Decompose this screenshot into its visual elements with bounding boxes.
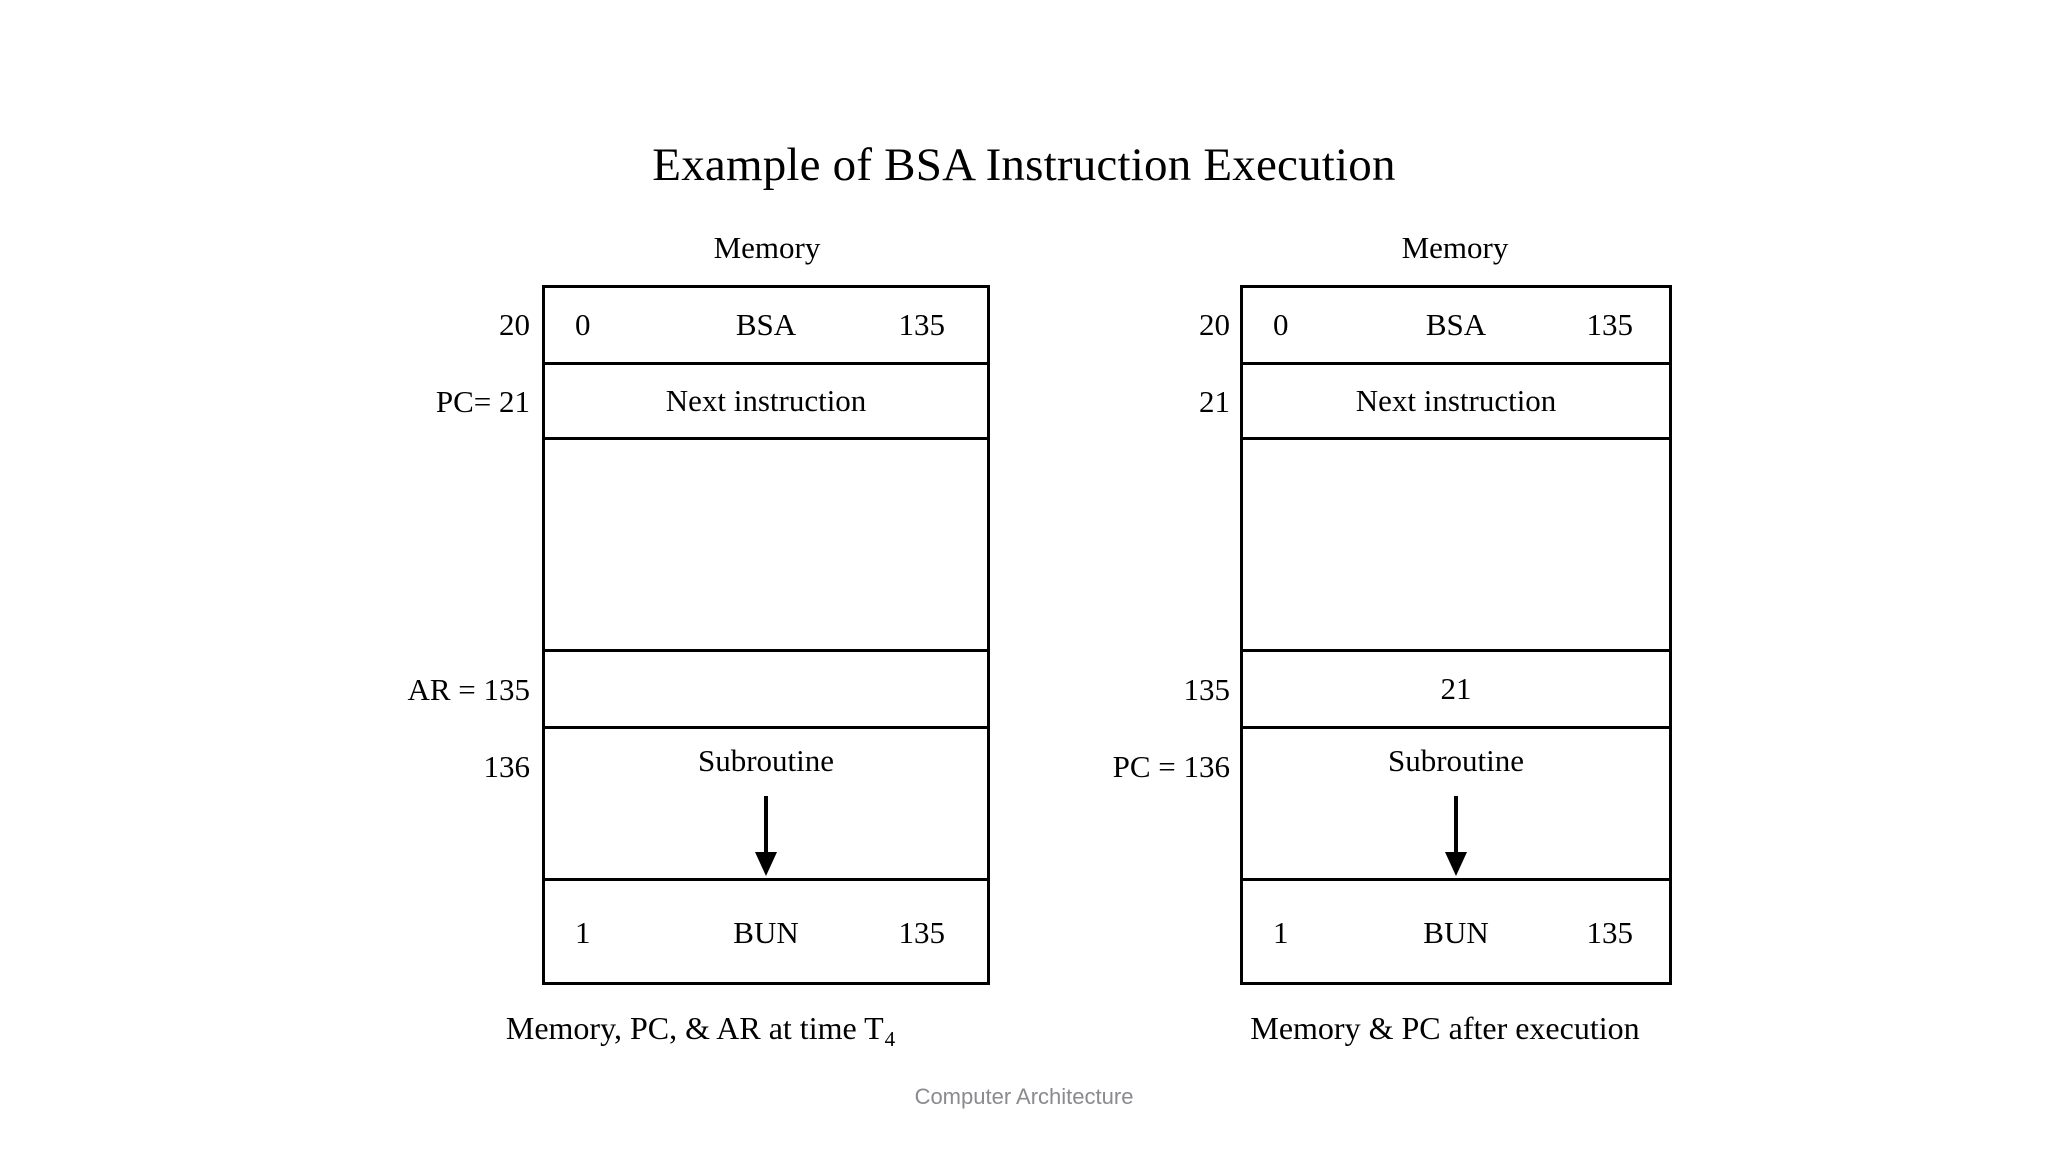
memory-row-next-instruction: Next instruction — [545, 365, 987, 440]
instruction-mnemonic: BSA — [1425, 307, 1487, 342]
slide-footer: Computer Architecture — [914, 1084, 1134, 1109]
address-label-20: 20 — [1199, 307, 1230, 342]
instruction-mode-bit: 1 — [1273, 915, 1289, 950]
memory-cell-text: Next instruction — [665, 383, 867, 418]
arrow-head — [1445, 852, 1467, 876]
subroutine-label: Subroutine — [697, 743, 835, 778]
memory-box-left: 0 BSA 135 Next instruction Subroutine 1 … — [542, 285, 990, 985]
instruction-mode-bit: 0 — [575, 307, 591, 342]
address-label-pc-21: PC= 21 — [435, 384, 530, 419]
memory-row-next-instruction: Next instruction — [1243, 365, 1669, 440]
instruction-address: 135 — [1586, 915, 1634, 950]
instruction-address: 135 — [898, 915, 946, 950]
instruction-mnemonic: BSA — [735, 307, 797, 342]
address-label-ar-135: AR = 135 — [407, 672, 530, 707]
address-label-136: 136 — [483, 749, 531, 784]
instruction-address: 135 — [898, 307, 946, 342]
memory-header-label: Memory — [713, 230, 821, 265]
instruction-mnemonic: BUN — [1423, 915, 1489, 950]
memory-box-right: 0 BSA 135 Next instruction 21 Subroutine… — [1240, 285, 1672, 985]
memory-row-saved-return-address: 21 — [1243, 652, 1669, 729]
memory-row-subroutine: Subroutine — [1243, 729, 1669, 881]
page-title: Example of BSA Instruction Execution — [652, 139, 1396, 191]
arrow-shaft — [764, 796, 768, 856]
address-label-column-left: 20 PC= 21 AR = 135 136 — [330, 285, 530, 985]
down-arrow-icon — [1445, 796, 1467, 878]
caption-subscript: 4 — [884, 1027, 896, 1051]
subroutine-label: Subroutine — [1387, 743, 1525, 778]
instruction-mnemonic: BUN — [733, 915, 799, 950]
caption-text: Memory, PC, & AR at time T — [505, 1010, 884, 1046]
down-arrow-icon — [755, 796, 777, 878]
address-label-column-right: 20 21 135 PC = 136 — [1030, 285, 1230, 985]
memory-row-bun: 1 BUN 135 — [545, 881, 987, 985]
arrow-shaft — [1454, 796, 1458, 856]
memory-header-label: Memory — [1401, 230, 1509, 265]
saved-return-address-value: 21 — [1440, 671, 1472, 706]
address-label-pc-136: PC = 136 — [1112, 749, 1230, 784]
memory-row-stack-slot — [545, 652, 987, 729]
memory-cell-text: Next instruction — [1355, 383, 1557, 418]
caption-after-execution: Memory & PC after execution — [1030, 1010, 1860, 1047]
memory-row-empty-large — [1243, 440, 1669, 652]
memory-row-bun: 1 BUN 135 — [1243, 881, 1669, 985]
instruction-mode-bit: 0 — [1273, 307, 1289, 342]
memory-row-empty-large — [545, 440, 987, 652]
address-label-135: 135 — [1183, 672, 1231, 707]
caption-before-execution: Memory, PC, & AR at time T4 — [330, 1010, 1070, 1051]
caption-text: Memory & PC after execution — [1250, 1010, 1640, 1046]
address-label-20: 20 — [499, 307, 530, 342]
memory-row-bsa: 0 BSA 135 — [545, 288, 987, 365]
arrow-head — [755, 852, 777, 876]
memory-row-bsa: 0 BSA 135 — [1243, 288, 1669, 365]
address-label-21: 21 — [1199, 384, 1230, 419]
instruction-address: 135 — [1586, 307, 1634, 342]
memory-row-subroutine: Subroutine — [545, 729, 987, 881]
instruction-mode-bit: 1 — [575, 915, 591, 950]
